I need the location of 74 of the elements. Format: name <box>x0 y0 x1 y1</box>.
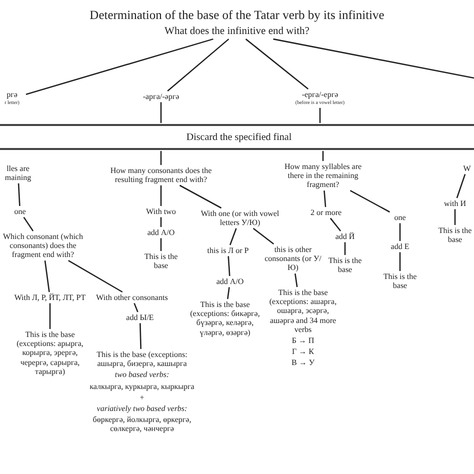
connector-line <box>160 185 162 206</box>
connector-line <box>229 228 237 246</box>
node-text: With Л, Р, ЙТ, ЛТ, РТ <box>14 293 86 302</box>
connector-line <box>324 190 326 208</box>
connector-line <box>44 260 50 292</box>
node-text: This is the base <box>327 256 363 274</box>
node-text: калкырга, куркырга, кыркырга <box>90 382 194 391</box>
node-text: With two <box>146 207 176 216</box>
node-text: How many syllables are there in the remaining fragment? <box>283 162 363 190</box>
node-text: add А/О <box>216 277 244 286</box>
node-text: add А/О <box>147 228 175 238</box>
title: Determination of the base of the Tatar verb by its infinitive <box>88 7 386 24</box>
node-text: -ерга/-ергə <box>302 90 338 100</box>
node-text: This is the base <box>143 252 179 270</box>
node-text: variatively two based verbs: <box>96 404 188 414</box>
node-text: What does the infinitive end with? <box>164 26 310 38</box>
node-text: one <box>14 207 26 216</box>
node-text: add Й <box>335 232 355 242</box>
node-text: add Е <box>390 242 410 252</box>
connector-line <box>227 287 230 300</box>
connector-line <box>167 38 230 92</box>
connector-line <box>160 151 162 165</box>
band-text: Discard the specified final <box>186 130 292 144</box>
node-text: this is other consonants (or У/Ю) <box>264 245 322 273</box>
connector-line <box>273 38 474 79</box>
connector-line <box>179 184 222 209</box>
connector-line <box>228 256 230 276</box>
connector-line <box>160 238 162 251</box>
node-text: add Ы/Е <box>126 313 154 322</box>
connector-line <box>344 242 346 255</box>
node-text: This is the base <box>437 226 473 244</box>
node-text: Which consonant (which consonants) does the fragment end with? <box>2 232 84 260</box>
node-text: This is the base <box>382 272 418 290</box>
band-box <box>0 124 474 150</box>
node-text: + <box>140 392 144 402</box>
connector-line <box>252 228 274 245</box>
connector-line <box>399 223 401 241</box>
node-text: this is Л or Р <box>207 246 249 256</box>
connector-line <box>134 302 138 312</box>
connector-line <box>18 183 20 206</box>
connector-line <box>322 151 324 161</box>
node-text: ргə <box>6 90 18 100</box>
connector-line <box>319 108 321 123</box>
node-text: lles are maining <box>4 164 32 182</box>
connector-line <box>160 217 162 227</box>
connector-line <box>330 218 342 232</box>
node-text: Б → П <box>292 336 314 346</box>
node-text: two based verbs: <box>114 370 170 380</box>
node-text: -арга/-əргə <box>142 92 180 102</box>
connector-line <box>456 174 466 198</box>
node-text: How many consonants does the resulting fragment end with? <box>109 166 213 184</box>
node-text: one <box>394 213 406 222</box>
connector-line <box>454 209 456 225</box>
connector-line <box>140 323 142 350</box>
node-text: This is the base (exceptions: бикəргə, бүзəргə, келəргə, үлəргə, өзəргə) <box>190 300 260 337</box>
connector-line <box>294 273 298 288</box>
node-text: 2 or more <box>310 208 342 218</box>
connector-line <box>49 303 51 329</box>
node-text: With other consonants <box>96 293 168 302</box>
node-text: This is the base (exceptions: ашарга, ошарга, эсəргə, ашəргə and 34 more verbs <box>268 288 338 334</box>
node-text: W <box>463 164 471 174</box>
connector-line <box>26 38 214 95</box>
node-text: This is the base (exceptions: арырга, корырга, эрергə, черергə, сарырга, тарырга) <box>16 330 84 376</box>
node-text: бөркергə, йолкырга, өркергə, сөлкергə, чəнчергə <box>92 415 192 434</box>
node-text: Г → К <box>292 347 314 356</box>
connector-line <box>245 38 309 90</box>
node-text: В → У <box>292 358 314 368</box>
connector-line <box>399 252 401 271</box>
node-text: with И <box>444 199 466 208</box>
node-text: With one (or with vowel letters У/Ю) <box>200 209 280 228</box>
connector-line <box>350 190 390 213</box>
connector-line <box>23 216 34 232</box>
connector-line <box>160 102 162 123</box>
connector-line <box>68 260 123 293</box>
